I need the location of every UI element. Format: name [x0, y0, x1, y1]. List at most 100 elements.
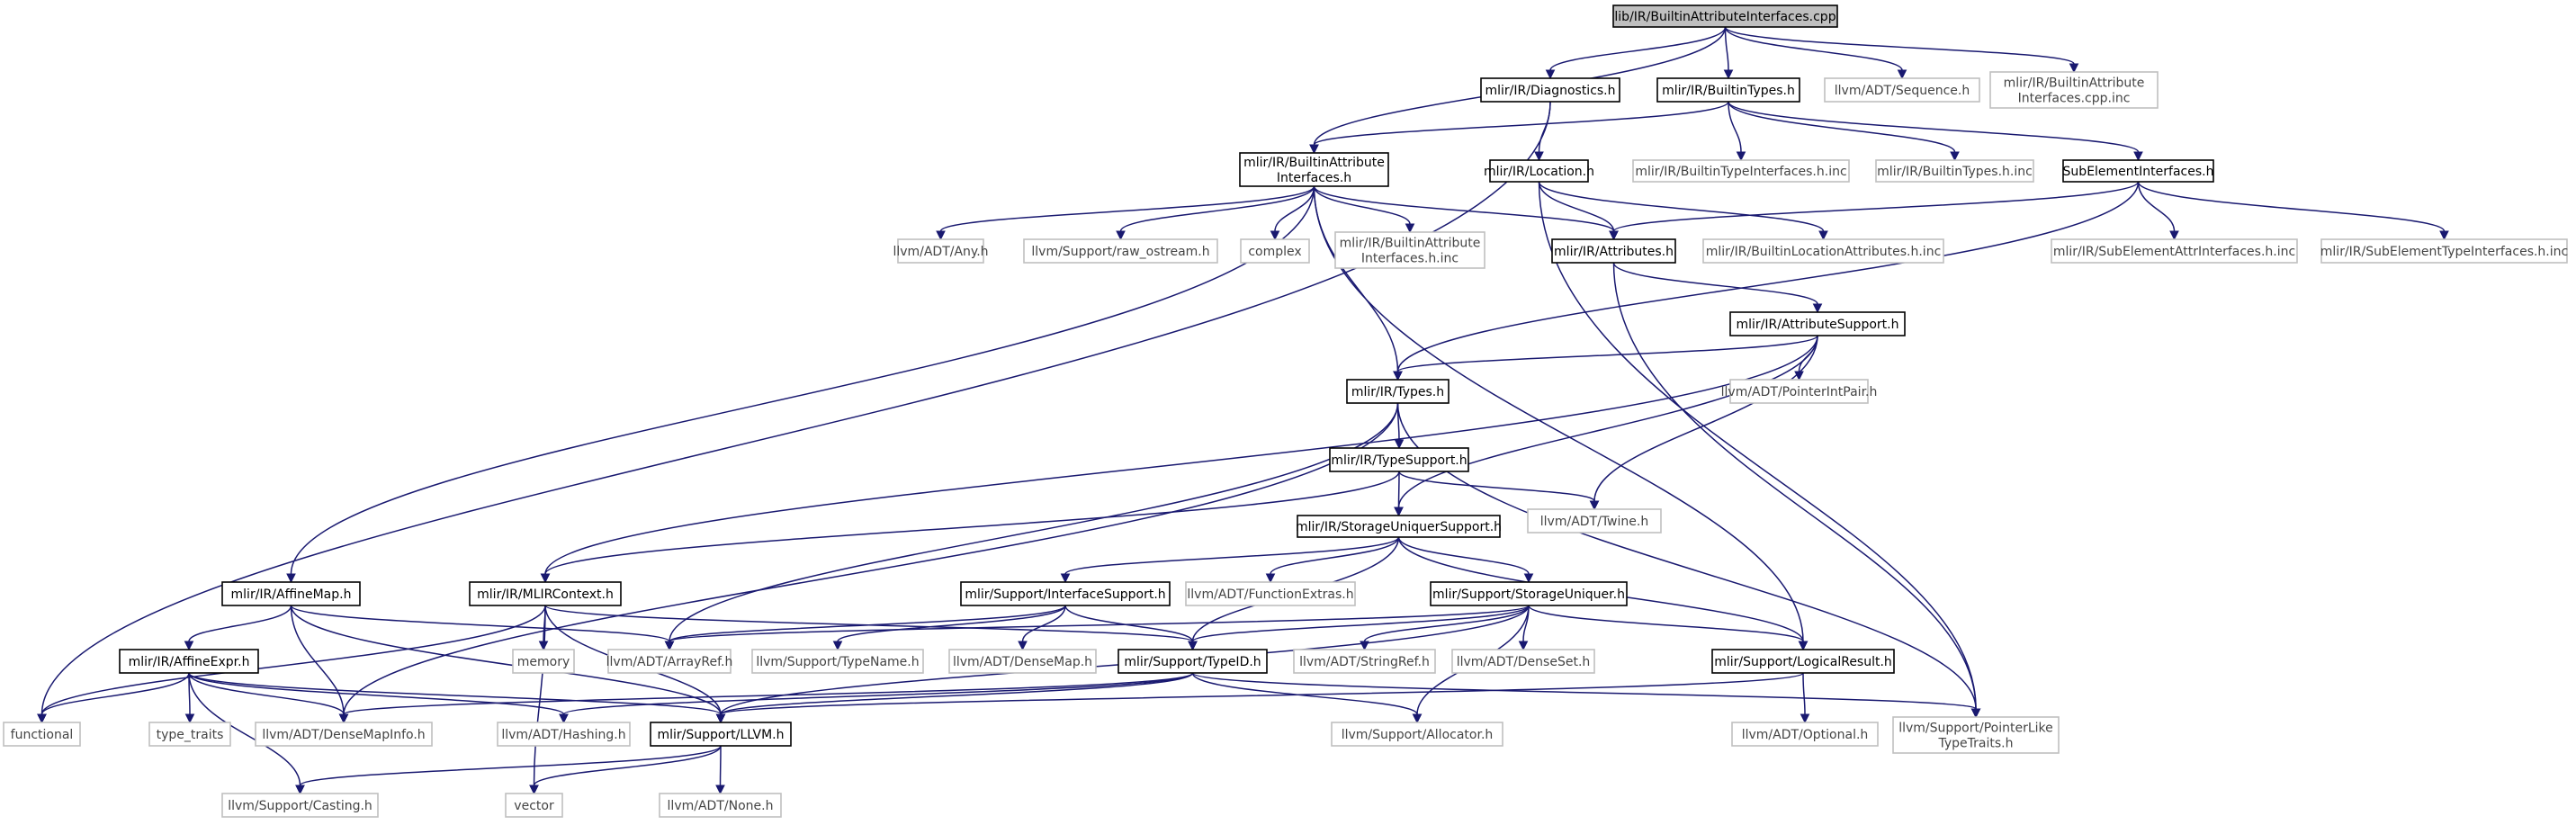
node-llvmh[interactable]: mlir/Support/LLVM.h [650, 722, 792, 747]
node-subelem[interactable]: SubElementInterfaces.h [2062, 159, 2214, 183]
node-root[interactable]: lib/IR/BuiltinAttributeInterfaces.cpp [1612, 4, 1838, 28]
node-affinemap[interactable]: mlir/IR/AffineMap.h [221, 581, 361, 606]
edge-attributes-to-attrsupport [1612, 262, 1823, 314]
edge-typesupport-to-twine [1398, 471, 1600, 511]
edge-line [1270, 536, 1400, 575]
node-label: Interfaces.h.inc [1361, 252, 1459, 266]
edge-types-to-densemapinfo [338, 402, 1399, 724]
edge-arrowhead [715, 713, 726, 724]
edge-subelem-to-seti_inc [2137, 181, 2449, 241]
node-location[interactable]: mlir/IR/Location.h [1484, 159, 1594, 183]
edge-line [2137, 181, 2176, 232]
edge-line [1528, 605, 1804, 642]
edge-arrowhead [1800, 713, 1810, 724]
edge-logicalresult-to-optional [1800, 672, 1810, 724]
node-label: mlir/IR/Types.h [1351, 385, 1444, 399]
node-attributes[interactable]: mlir/IR/Attributes.h [1551, 238, 1676, 264]
node-box [1023, 238, 1218, 264]
edge-line [188, 605, 292, 642]
node-label: mlir/IR/TypeSupport.h [1331, 453, 1467, 468]
edge-mlircontext-to-functional [37, 605, 546, 724]
edge-arrowhead [538, 641, 549, 651]
edge-arrowhead [1534, 151, 1544, 162]
edge-arrowhead [1412, 713, 1423, 724]
node-typename: llvm/Support/TypeName.h [751, 649, 924, 674]
edge-arrowhead [2133, 151, 2143, 162]
edge-line [1724, 26, 2075, 65]
edge-line [1396, 335, 1818, 372]
edge-arrowhead [1897, 69, 1907, 80]
node-box [659, 793, 782, 818]
node-label: memory [517, 655, 570, 669]
edge-arrowhead [1394, 439, 1405, 450]
node-sus[interactable]: mlir/IR/StorageUniquerSupport.h [1296, 515, 1502, 538]
node-box [148, 722, 231, 747]
node-label: llvm/Support/Allocator.h [1342, 728, 1494, 742]
edge-line [1612, 181, 2140, 232]
edge-arrowhead [1309, 144, 1319, 155]
node-box [2062, 159, 2214, 183]
edge-line [1593, 335, 1818, 502]
node-bai-h[interactable]: mlir/IR/BuiltinAttributeInterfaces.h [1239, 152, 1389, 187]
node-typesupport[interactable]: mlir/IR/TypeSupport.h [1329, 447, 1469, 472]
edge-location-to-bla_inc [1538, 181, 1828, 241]
node-diagnostics[interactable]: mlir/IR/Diagnostics.h [1480, 77, 1620, 103]
edge-diagnostics-to-functional [37, 101, 1551, 724]
edge-typeid-to-plt [1191, 672, 1981, 719]
node-complex: complex [1240, 238, 1310, 264]
node-attrsupport[interactable]: mlir/IR/AttributeSupport.h [1729, 311, 1906, 336]
node-affineexpr[interactable]: mlir/IR/AffineExpr.h [119, 649, 259, 674]
edge-arrowhead [1523, 573, 1534, 584]
edge-arrowhead [1970, 708, 1981, 719]
node-label: llvm/Support/Casting.h [228, 799, 372, 813]
edge-ifsupport-to-typename [832, 605, 1066, 651]
node-ifsupport[interactable]: mlir/Support/InterfaceSupport.h [960, 581, 1171, 606]
edge-root-to-diagnostics [1545, 26, 1727, 80]
edge-root-to-builtintypes [1723, 26, 1734, 80]
node-label: llvm/ADT/None.h [668, 799, 774, 813]
node-box [751, 649, 924, 674]
edge-ifsupport-to-typeid [1064, 605, 1198, 651]
node-pip: llvm/ADT/PointerIntPair.h [1721, 379, 1877, 404]
node-label: Interfaces.h [1277, 171, 1351, 185]
edge-line [1313, 101, 1729, 146]
edge-suniquer-to-logicalresult [1528, 605, 1809, 651]
node-types[interactable]: mlir/IR/Types.h [1346, 379, 1450, 404]
node-functional: functional [3, 722, 81, 747]
node-logicalresult[interactable]: mlir/Support/LogicalResult.h [1711, 649, 1895, 674]
edge-line [544, 335, 1818, 575]
edge-attrsupport-to-types [1393, 335, 1818, 381]
edge-line [1728, 101, 1956, 153]
node-box [1117, 649, 1268, 674]
node-suniquer[interactable]: mlir/Support/StorageUniquer.h [1430, 581, 1628, 606]
edge-line [720, 672, 1194, 715]
edge-line [188, 672, 722, 715]
node-box [1185, 581, 1356, 606]
node-label: mlir/IR/BuiltinAttribute [1243, 156, 1385, 170]
edge-line [343, 672, 1194, 715]
edge-typeid-to-densemapinfo [338, 672, 1194, 724]
edge-line [1313, 185, 1804, 642]
edge-arrowhead [1609, 230, 1619, 241]
edge-llvmh-to-vector [529, 745, 722, 795]
node-box [1331, 722, 1503, 747]
node-label: mlir/Support/LogicalResult.h [1714, 655, 1892, 669]
edge-line [1398, 471, 1595, 502]
edge-line [2137, 181, 2446, 232]
node-label: llvm/ADT/DenseMap.h [953, 655, 1092, 669]
node-box [960, 581, 1171, 606]
edge-line [1728, 101, 1742, 153]
node-label: mlir/IR/BuiltinLocationAttributes.h.inc [1706, 245, 1942, 259]
edge-arrowhead [1723, 69, 1734, 80]
node-mlircontext[interactable]: mlir/IR/MLIRContext.h [469, 581, 622, 606]
edge-arrowhead [1818, 230, 1828, 241]
node-funcextras: llvm/ADT/FunctionExtras.h [1185, 581, 1356, 606]
node-label: mlir/IR/AttributeSupport.h [1737, 318, 1899, 332]
node-typeid[interactable]: mlir/Support/TypeID.h [1117, 649, 1268, 674]
edge-sus-to-funcextras [1265, 536, 1400, 584]
node-builtintypes[interactable]: mlir/IR/BuiltinTypes.h [1656, 77, 1800, 103]
edge-attrsupport-to-mlircontext [540, 335, 1818, 584]
node-vector: vector [505, 793, 563, 818]
node-box [1729, 311, 1906, 336]
